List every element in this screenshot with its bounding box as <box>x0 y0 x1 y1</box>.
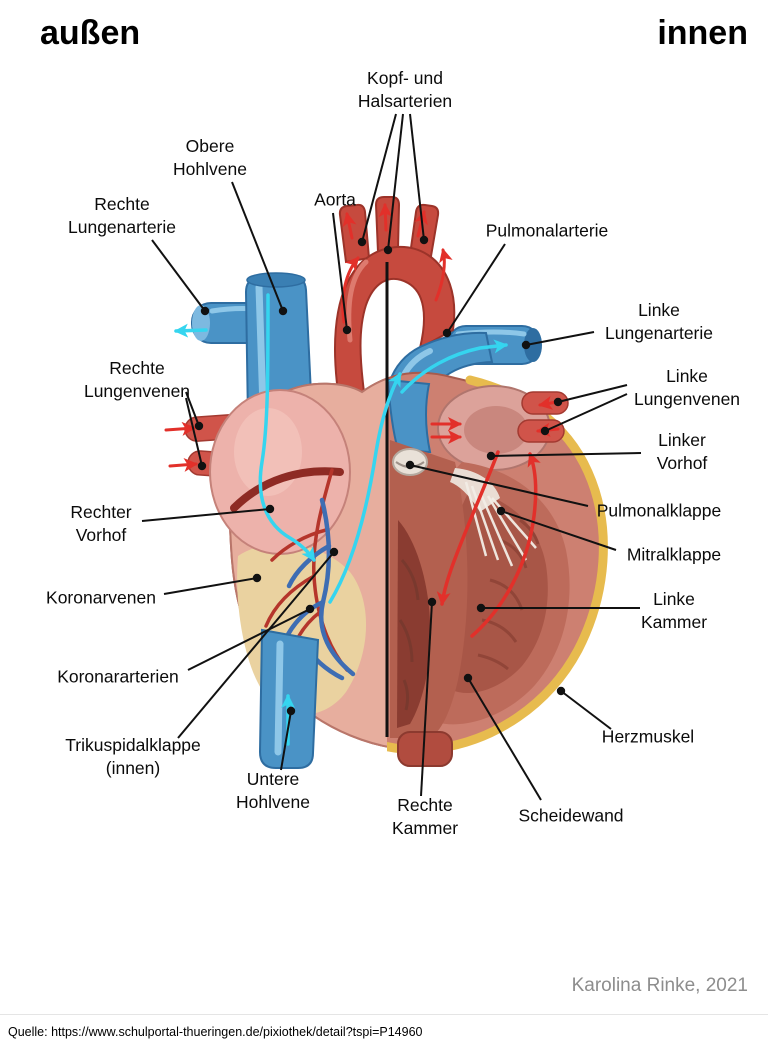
label-scheidewand: Scheidewand <box>518 805 624 826</box>
outside-heading: außen <box>40 14 141 52</box>
leader-line <box>280 710 292 771</box>
label-koronararterien: Koronararterien <box>57 666 179 687</box>
leader-line <box>409 464 589 507</box>
leader-line <box>141 508 271 522</box>
leader-dot <box>357 237 367 247</box>
leader-line <box>557 384 628 403</box>
leader-line <box>361 113 397 243</box>
author-credit: Karolina Rinke, 2021 <box>571 975 748 996</box>
leader-line <box>163 577 258 595</box>
leader-dot <box>427 597 437 607</box>
leader-line <box>560 690 612 730</box>
leader-dot <box>329 547 339 557</box>
leader-dot <box>278 306 288 316</box>
leader-line <box>420 601 433 797</box>
leader-dot <box>553 397 563 407</box>
leader-dot <box>476 603 486 613</box>
leader-dot <box>342 325 352 335</box>
inside-heading: innen <box>657 14 748 52</box>
leader-line <box>490 452 642 457</box>
source-bar: Quelle: https://www.schulportal-thuering… <box>0 1014 768 1049</box>
label-pulmonalarterie: Pulmonalarterie <box>485 220 609 241</box>
leader-line <box>500 510 617 551</box>
leader-line <box>187 608 311 671</box>
leader-dot <box>405 460 415 470</box>
leader-line <box>185 397 203 467</box>
leader-dot <box>419 235 429 245</box>
leader-dot <box>496 506 506 516</box>
label-pulmonalklappe: Pulmonalklappe <box>596 500 722 521</box>
leader-dot <box>305 604 315 614</box>
leader-dot <box>521 340 531 350</box>
leader-dot <box>540 426 550 436</box>
leader-line <box>467 677 542 801</box>
leader-dot <box>463 673 473 683</box>
leader-line <box>544 393 628 432</box>
flow-arrows <box>164 203 564 746</box>
label-herzmuskel: Herzmuskel <box>601 726 695 747</box>
leader-dot <box>286 706 296 716</box>
leader-line <box>332 212 348 331</box>
superior-vena-cava-shape <box>244 272 314 422</box>
leader-dot <box>200 306 210 316</box>
leader-dot <box>486 451 496 461</box>
leader-dot <box>252 573 262 583</box>
leader-dot <box>383 245 393 255</box>
leader-line <box>446 243 506 334</box>
leader-dot <box>265 504 275 514</box>
label-trikuspidalklappe: Trikuspidalklappe(innen) <box>65 734 201 778</box>
leader-line <box>525 331 595 346</box>
leader-line <box>387 113 404 251</box>
leader-line <box>185 391 200 427</box>
leader-line <box>409 113 425 241</box>
label-mitralklappe: Mitralklappe <box>626 544 722 565</box>
label-aorta: Aorta <box>314 189 356 210</box>
aorta-shape <box>334 196 456 393</box>
leader-dot <box>556 686 566 696</box>
leader-dot <box>197 461 207 471</box>
leader-line <box>151 239 206 312</box>
leader-dot <box>194 421 204 431</box>
source-url: Quelle: https://www.schulportal-thuering… <box>8 1025 423 1039</box>
heart-illustration <box>164 196 608 769</box>
leader-line <box>177 551 335 739</box>
label-koronarvenen: Koronarvenen <box>46 587 156 608</box>
leader-lines-layer <box>141 113 642 801</box>
leader-line <box>231 181 284 312</box>
leader-dot <box>442 328 452 338</box>
